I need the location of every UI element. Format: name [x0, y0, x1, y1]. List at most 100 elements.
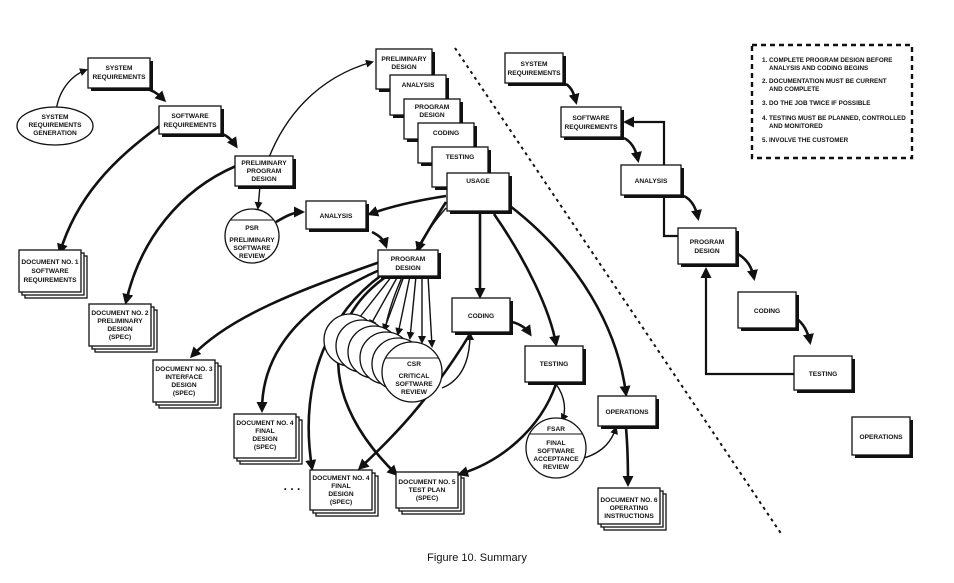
svg-text:SOFTWARE: SOFTWARE — [31, 268, 69, 275]
phase-stack: PRELIMINARY DESIGN ANALYSIS PROGRAM DESI… — [375, 48, 512, 214]
document-1: DOCUMENT NO. 1 SOFTWARE REQUIREMENTS — [18, 249, 88, 299]
svg-text:TEST PLAN: TEST PLAN — [409, 487, 446, 494]
svg-text:AND MONITORED: AND MONITORED — [769, 123, 823, 130]
svg-text:REQUIREMENTS: REQUIREMENTS — [564, 124, 618, 131]
connectors — [55, 59, 814, 487]
svg-text:DESIGN: DESIGN — [419, 112, 445, 119]
svg-text:PRELIMINARY: PRELIMINARY — [241, 160, 287, 167]
svg-text:FSAR: FSAR — [547, 426, 565, 433]
svg-text:CRITICAL: CRITICAL — [399, 373, 430, 380]
svg-text:PROGRAM: PROGRAM — [415, 104, 450, 111]
document-3: DOCUMENT NO. 3 INTERFACE DESIGN (SPEC) — [152, 359, 222, 409]
psr-review-node: PSR PRELIMINARY SOFTWARE REVIEW — [224, 208, 280, 264]
svg-text:(SPEC): (SPEC) — [330, 499, 352, 506]
svg-text:5. INVOLVE THE CUSTOMER: 5. INVOLVE THE CUSTOMER — [762, 137, 849, 144]
svg-text:4. TESTING MUST BE PLANNED, C: 4. TESTING MUST BE PLANNED, CONTROLLED — [762, 115, 906, 122]
svg-text:DOCUMENT NO. 1: DOCUMENT NO. 1 — [21, 259, 78, 266]
svg-text:(SPEC): (SPEC) — [416, 495, 438, 502]
operations-box-right: OPERATIONS — [851, 416, 913, 458]
usage-box: USAGE — [446, 172, 512, 214]
svg-text:TESTING: TESTING — [446, 154, 475, 161]
svg-text:3. DO THE JOB TWICE IF POSSIB: 3. DO THE JOB TWICE IF POSSIBLE — [762, 100, 870, 107]
svg-text:ANALYSIS: ANALYSIS — [320, 213, 353, 220]
document-6: DOCUMENT NO. 6 OPERATING INSTRUCTIONS — [597, 487, 667, 531]
svg-text:REQUIREMENTS: REQUIREMENTS — [23, 277, 77, 284]
svg-text:FINAL: FINAL — [255, 428, 274, 435]
svg-text:ACCEPTANCE: ACCEPTANCE — [533, 456, 579, 463]
svg-text:ANALYSIS AND CODING BEGINS: ANALYSIS AND CODING BEGINS — [769, 65, 868, 72]
svg-text:CODING: CODING — [754, 308, 780, 315]
svg-text:REVIEW: REVIEW — [401, 389, 428, 396]
svg-text:DOCUMENT NO. 4: DOCUMENT NO. 4 — [312, 475, 369, 482]
svg-text:CODING: CODING — [433, 130, 459, 137]
svg-text:OPERATING: OPERATING — [610, 505, 649, 512]
svg-text:DOCUMENT NO. 6: DOCUMENT NO. 6 — [600, 497, 657, 504]
svg-text:ANALYSIS: ANALYSIS — [402, 82, 435, 89]
testing-box-right: TESTING — [793, 355, 855, 393]
svg-text:SYSTEM: SYSTEM — [41, 114, 69, 121]
svg-text:SYSTEM: SYSTEM — [105, 65, 133, 72]
svg-text:SOFTWARE: SOFTWARE — [572, 115, 610, 122]
svg-text:DESIGN: DESIGN — [171, 382, 197, 389]
stack-analysis: ANALYSIS — [389, 74, 449, 118]
svg-text:INSTRUCTIONS: INSTRUCTIONS — [604, 513, 654, 520]
svg-text:DESIGN: DESIGN — [391, 64, 417, 71]
analysis-box-right: ANALYSIS — [620, 164, 684, 198]
svg-text:FINAL: FINAL — [546, 440, 565, 447]
svg-text:SOFTWARE: SOFTWARE — [233, 245, 271, 252]
principles-legend: 1. COMPLETE PROGRAM DESIGN BEFORE ANALYS… — [750, 43, 914, 160]
svg-text:USAGE: USAGE — [466, 178, 490, 185]
system-requirements-generation-node: SYSTEM REQUIREMENTS GENERATION — [16, 106, 94, 146]
svg-text:PSR: PSR — [245, 225, 259, 232]
program-design-box-right: PROGRAM DESIGN — [677, 227, 739, 267]
svg-text:PRELIMINARY: PRELIMINARY — [229, 237, 275, 244]
svg-text:OPERATIONS: OPERATIONS — [605, 409, 649, 416]
csr-review-stack: CSR CRITICAL SOFTWARE REVIEW — [323, 313, 443, 403]
svg-text:ANALYSIS: ANALYSIS — [635, 178, 668, 185]
preliminary-program-design-box: PRELIMINARY PROGRAM DESIGN — [234, 155, 296, 189]
svg-text:GENERATION: GENERATION — [33, 130, 77, 137]
svg-text:PRELIMINARY: PRELIMINARY — [381, 56, 427, 63]
svg-text:(SPEC): (SPEC) — [109, 334, 131, 341]
svg-text:SYSTEM: SYSTEM — [520, 61, 548, 68]
document-5: DOCUMENT NO. 5 TEST PLAN (SPEC) — [395, 471, 465, 515]
svg-text:DOCUMENT NO. 3: DOCUMENT NO. 3 — [155, 366, 212, 373]
testing-box-left: TESTING — [524, 345, 586, 385]
svg-text:SOFTWARE: SOFTWARE — [537, 448, 575, 455]
svg-text:PROGRAM: PROGRAM — [247, 168, 282, 175]
svg-text:SOFTWARE: SOFTWARE — [395, 381, 433, 388]
svg-text:1. COMPLETE PROGRAM DESIGN BE: 1. COMPLETE PROGRAM DESIGN BEFORE — [762, 57, 893, 64]
svg-text:CSR: CSR — [407, 361, 421, 368]
svg-text:PRELIMINARY: PRELIMINARY — [97, 318, 143, 325]
fsar-review-node: FSAR FINAL SOFTWARE ACCEPTANCE REVIEW — [525, 417, 587, 479]
svg-text:REQUIREMENTS: REQUIREMENTS — [28, 122, 82, 129]
svg-text:OPERATIONS: OPERATIONS — [859, 434, 903, 441]
svg-text:(SPEC): (SPEC) — [173, 390, 195, 397]
svg-text:DOCUMENT NO. 4: DOCUMENT NO. 4 — [236, 420, 293, 427]
svg-text:DESIGN: DESIGN — [694, 248, 720, 255]
ellipsis-dots: . . . — [284, 479, 301, 493]
document-4b: DOCUMENT NO. 4 FINAL DESIGN (SPEC) — [309, 469, 379, 517]
software-requirements-box-right: SOFTWARE REQUIREMENTS — [560, 106, 624, 140]
system-requirements-box-left: SYSTEM REQUIREMENTS — [87, 57, 153, 91]
svg-text:(SPEC): (SPEC) — [254, 444, 276, 451]
svg-text:PROGRAM: PROGRAM — [391, 256, 426, 263]
program-design-box-left: PROGRAM DESIGN — [377, 249, 441, 279]
svg-text:DESIGN: DESIGN — [252, 436, 278, 443]
svg-text:REVIEW: REVIEW — [543, 464, 570, 471]
svg-text:INTERFACE: INTERFACE — [165, 374, 203, 381]
svg-text:DESIGN: DESIGN — [107, 326, 133, 333]
svg-text:REQUIREMENTS: REQUIREMENTS — [163, 122, 217, 129]
system-requirements-box-right: SYSTEM REQUIREMENTS — [504, 52, 566, 86]
svg-text:DESIGN: DESIGN — [395, 265, 421, 272]
svg-text:TESTING: TESTING — [809, 371, 838, 378]
svg-text:AND COMPLETE: AND COMPLETE — [769, 86, 819, 93]
svg-text:DOCUMENT NO. 2: DOCUMENT NO. 2 — [91, 310, 148, 317]
svg-text:DOCUMENT NO. 5: DOCUMENT NO. 5 — [398, 479, 455, 486]
svg-text:DESIGN: DESIGN — [251, 176, 277, 183]
coding-box-right: CODING — [737, 291, 799, 331]
svg-text:FINAL: FINAL — [331, 483, 350, 490]
analysis-box-left: ANALYSIS — [305, 200, 369, 232]
svg-text:DESIGN: DESIGN — [328, 491, 354, 498]
